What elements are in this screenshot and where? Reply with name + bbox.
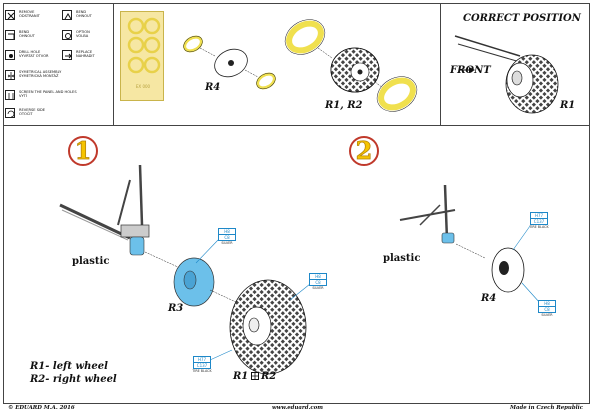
- step1-drawing: [59, 164, 311, 375]
- replace-icon: [62, 50, 72, 60]
- column-divider-1: [113, 3, 114, 125]
- footer-url[interactable]: www.eduard.com: [272, 405, 323, 411]
- label-r1-step1: R1: [233, 371, 249, 382]
- r1-r2-mask-assembly: [284, 19, 418, 112]
- label-r4-step2: R4: [481, 293, 497, 304]
- label-r1r2-top: R1, R2: [325, 100, 363, 111]
- label-r4-top: R4: [205, 82, 221, 93]
- bend-icon: [62, 10, 72, 20]
- option-icon: [62, 30, 72, 40]
- fret-code: EX 000: [136, 84, 151, 89]
- symmetric-icon: [251, 372, 259, 380]
- step-1-badge: 1: [68, 136, 98, 166]
- correct-position-title: CORRECT POSITION: [463, 13, 581, 24]
- step-2-badge: 2: [349, 136, 379, 166]
- bend-icon-2: [5, 30, 15, 40]
- sheet-frame: [3, 3, 590, 404]
- wheel-note-left: R1- left wheel: [30, 361, 108, 372]
- mask-fret: EX 000: [120, 11, 164, 101]
- step2-plastic-label: plastic: [383, 253, 421, 264]
- step1-plastic-label: plastic: [72, 256, 110, 267]
- label-r3: R3: [168, 303, 184, 314]
- footer-copyright: © EDUARD M.A. 2016: [8, 405, 75, 411]
- column-divider-2: [440, 3, 441, 125]
- remove-icon: [5, 10, 15, 20]
- symmetric-icon: [5, 70, 15, 80]
- step2-drawing: [399, 184, 541, 304]
- reverse-icon: [5, 108, 15, 118]
- section-divider: [3, 125, 590, 126]
- correct-position-drawing: [454, 35, 559, 114]
- drill-icon: [5, 50, 15, 60]
- wheel-note: R1- left wheel R2- right wheel: [30, 360, 117, 386]
- mask-fret-drawing: EX 000: [127, 17, 161, 89]
- wheel-note-right: R2- right wheel: [30, 374, 117, 385]
- front-label: FRONT: [450, 65, 491, 76]
- r4-mask-assembly: [183, 35, 276, 90]
- screen-icon: [5, 90, 15, 100]
- label-r1-correct: R1: [560, 100, 576, 111]
- footer-origin: Made in Czech Republic: [510, 405, 583, 411]
- label-r2-step1: R2: [261, 371, 277, 382]
